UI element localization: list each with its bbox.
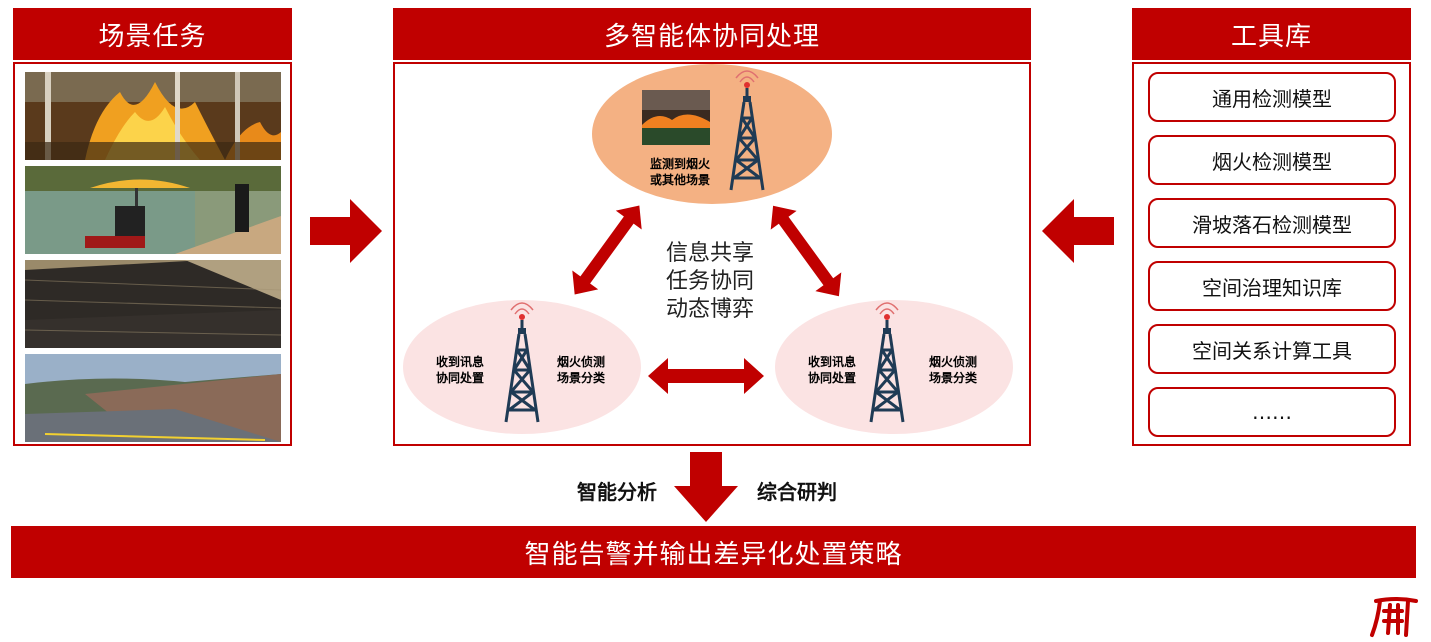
signal-tower-icon [504, 302, 540, 423]
tool-item: …… [1148, 387, 1396, 437]
tool-library-header: 工具库 [1132, 8, 1411, 60]
tool-item: 通用检测模型 [1148, 72, 1396, 122]
top-agent-node [592, 64, 832, 204]
tool-item: 空间关系计算工具 [1148, 324, 1396, 374]
comprehensive-judgment-label: 综合研判 [757, 480, 837, 504]
scene-tasks-title: 场景任务 [98, 21, 207, 52]
tool-item: 滑坡落石检测模型 [1148, 198, 1396, 248]
intelligent-analysis-label: 智能分析 [577, 480, 657, 504]
output-strategy-bar: 智能告警并输出差异化处置策略 [11, 526, 1416, 578]
left-node-receive-label: 收到讯息 协同处置 [435, 355, 484, 385]
tool-library-box: 通用检测模型 烟火检测模型 滑坡落石检测模型 空间治理知识库 空间关系计算工具 … [1132, 62, 1411, 446]
fire-thumbnail [642, 90, 710, 145]
left-node-detect-label: 烟火侦测 场景分类 [556, 355, 605, 385]
tool-library-title: 工具库 [1230, 21, 1312, 52]
logo-icon [1370, 597, 1418, 637]
burned-field-photo [25, 260, 281, 348]
arrow-down-icon [674, 452, 738, 522]
signal-tower-icon [729, 70, 765, 191]
scene-tasks-header: 场景任务 [13, 8, 292, 60]
tool-item: 烟火检测模型 [1148, 135, 1396, 185]
multi-agent-header: 多智能体协同处理 [393, 8, 1031, 60]
multi-agent-title: 多智能体协同处理 [603, 21, 820, 52]
right-node-receive-label: 收到讯息 协同处置 [807, 355, 856, 385]
multi-agent-box [393, 62, 1031, 446]
top-node-label: 监测到烟火 或其他场景 [649, 157, 710, 187]
scene-tasks-box [13, 62, 292, 446]
arrow-left-icon [1042, 199, 1114, 263]
tool-item: 空间治理知识库 [1148, 261, 1396, 311]
signal-tower-icon [869, 302, 905, 423]
output-strategy-text: 智能告警并输出差异化处置策略 [524, 539, 903, 570]
forest-fire-photo [25, 72, 281, 160]
riverside-photo [25, 166, 281, 254]
right-node-detect-label: 烟火侦测 场景分类 [928, 355, 977, 385]
landslide-road-photo [25, 354, 281, 442]
collaboration-text: 信息共享 任务协同 动态博弈 [665, 241, 754, 322]
arrow-right-icon [310, 199, 382, 263]
